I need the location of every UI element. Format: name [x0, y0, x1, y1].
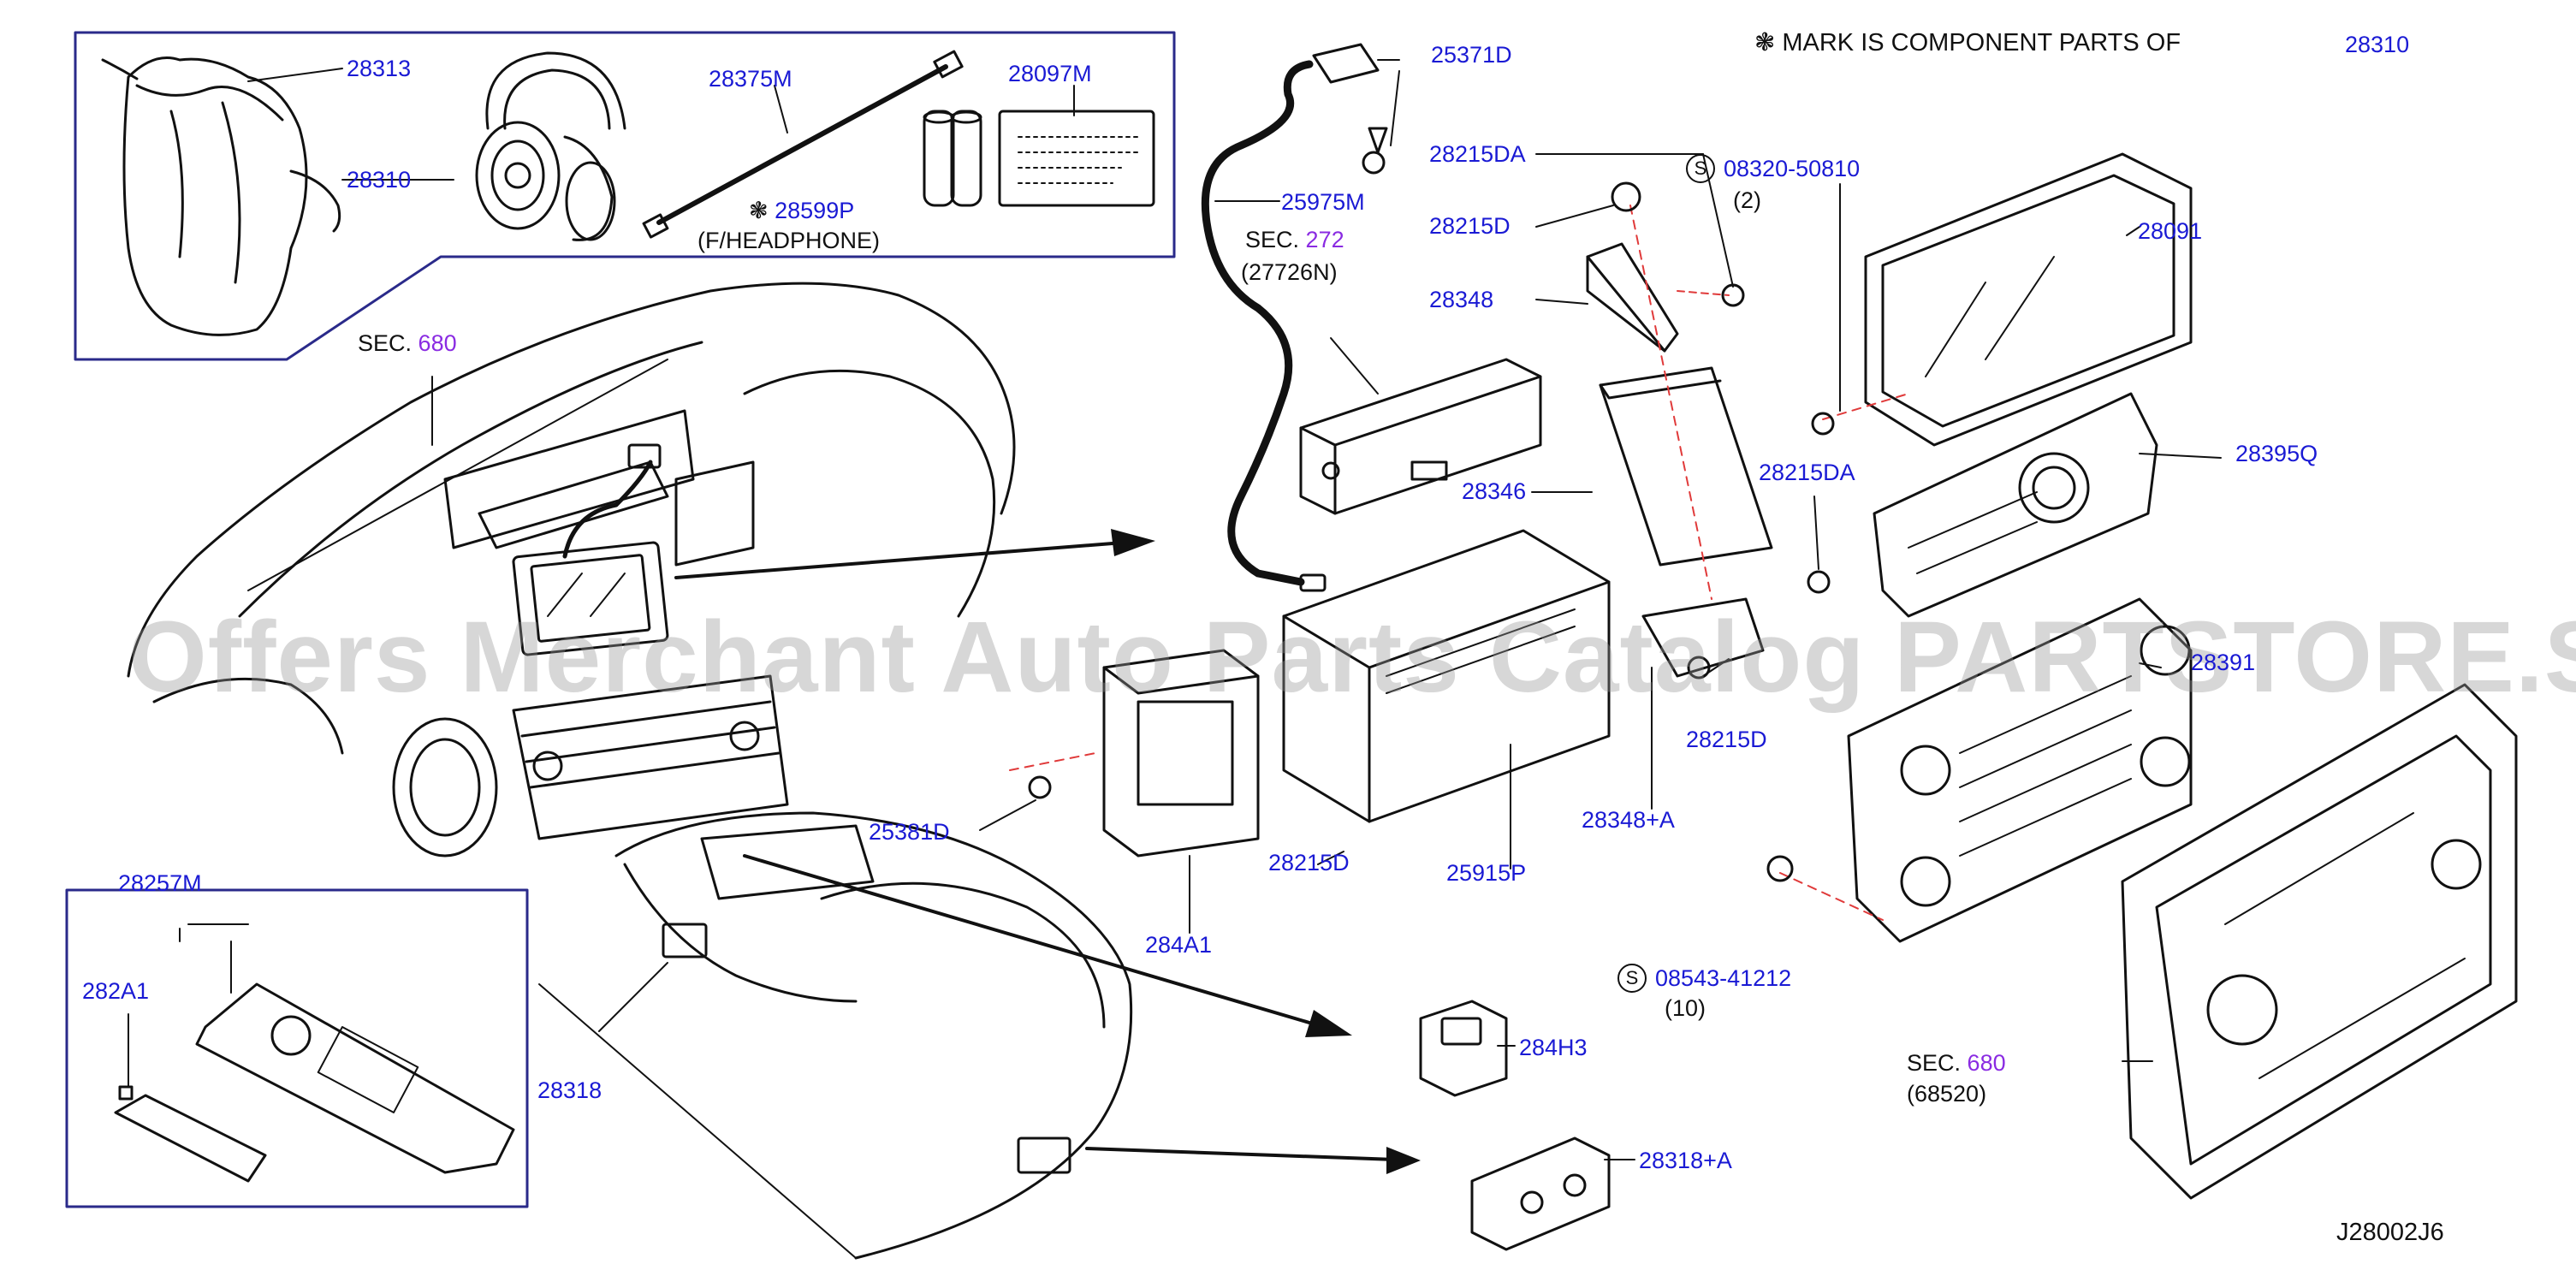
part-label-28391[interactable]: 28391: [2191, 650, 2256, 675]
display-unit-drawing: [1811, 152, 2193, 447]
screw-qty-2: (10): [1665, 995, 1706, 1021]
part-label-28215DA-top[interactable]: 28215DA: [1429, 141, 1526, 167]
aux-jack-drawing: [1470, 1136, 1611, 1251]
screw-ref-08320-50810[interactable]: S 08320-50810: [1686, 154, 1860, 183]
headphone-cable-drawing: [642, 50, 964, 239]
component-mark-icon: ❃: [1754, 29, 1783, 56]
part-label-28091[interactable]: 28091: [2138, 218, 2203, 244]
mark-note: ❃ MARK IS COMPONENT PARTS OF: [1754, 29, 2181, 56]
screw-ref-08543-41212[interactable]: S 08543-41212: [1617, 964, 1791, 993]
section-ref-272-sub: (27726N): [1241, 259, 1338, 285]
part-label-25371D[interactable]: 25371D: [1431, 42, 1512, 68]
headphone-inset-frame: [74, 31, 1176, 361]
part-label-28215D-bottom[interactable]: 28215D: [1268, 850, 1350, 875]
part-label-28215D-top[interactable]: 28215D: [1429, 213, 1511, 239]
part-label-28313[interactable]: 28313: [347, 56, 412, 81]
part-label-28346[interactable]: 28346: [1462, 478, 1527, 504]
bracket-module-drawing: [1009, 649, 1260, 858]
part-label-28348[interactable]: 28348: [1429, 287, 1494, 312]
component-mark-icon: ❃: [749, 198, 775, 223]
section-ref-680[interactable]: SEC. 680: [358, 330, 457, 356]
screw-symbol-icon: S: [1617, 964, 1647, 993]
antenna-module-drawing: [1299, 358, 1542, 515]
storage-bag-drawing: [101, 56, 341, 336]
section-ref-680-finisher[interactable]: SEC. 680: [1907, 1050, 2006, 1076]
dashboard-drawing: [127, 282, 1133, 1260]
part-label-28375M[interactable]: 28375M: [709, 66, 792, 92]
part-label-28599P-row: ❃ 28599P: [749, 197, 854, 224]
remote-control-drawing: [114, 982, 515, 1183]
part-label-28310[interactable]: 28310: [347, 167, 412, 193]
diagram-code: J28002J6: [2336, 1219, 2444, 1246]
part-label-28215DA-mid[interactable]: 28215DA: [1759, 460, 1855, 485]
switch-panel-drawing: [1766, 597, 2193, 943]
part-label-28395Q[interactable]: 28395Q: [2235, 441, 2318, 466]
part-label-25381D[interactable]: 25381D: [869, 819, 950, 845]
leader-lines: [128, 59, 2222, 1160]
screw-symbol-icon: S: [1686, 154, 1715, 183]
label-sheet-drawing: [998, 110, 1155, 207]
part-label-25915P[interactable]: 25915P: [1446, 860, 1527, 886]
part-label-28257M[interactable]: 28257M: [118, 870, 202, 896]
screw-qty-1: (2): [1733, 187, 1761, 213]
batteries-drawing: [923, 110, 982, 207]
part-label-284H3[interactable]: 284H3: [1519, 1035, 1588, 1060]
remote-inset-frame: [65, 888, 529, 1208]
head-unit-box-drawing: [1282, 529, 1611, 823]
part-label-28318A[interactable]: 28318+A: [1639, 1148, 1732, 1173]
control-panel-drawing: [1873, 392, 2158, 618]
usb-port-drawing: [1419, 1000, 1508, 1097]
section-ref-272[interactable]: SEC. 272: [1245, 227, 1344, 252]
part-label-mark-28310[interactable]: 28310: [2345, 32, 2410, 57]
part-label-28097M[interactable]: 28097M: [1008, 61, 1092, 86]
part-label-282A1[interactable]: 282A1: [82, 978, 150, 1004]
part-label-28348A[interactable]: 28348+A: [1582, 807, 1675, 833]
arrows: [674, 542, 1397, 1161]
tv-tuner-drawing: [1586, 181, 1831, 680]
part-label-25975M[interactable]: 25975M: [1281, 189, 1365, 215]
section-ref-680-sub: (68520): [1907, 1081, 1987, 1107]
part-label-28599P[interactable]: 28599P: [775, 198, 855, 223]
finisher-panel-drawing: [2121, 683, 2518, 1200]
part-label-28215D-right[interactable]: 28215D: [1686, 727, 1767, 752]
part-label-28318[interactable]: 28318: [537, 1077, 602, 1103]
part-label-284A1[interactable]: 284A1: [1145, 932, 1213, 958]
headphones-drawing: [475, 51, 626, 241]
antenna-cable-drawing: [1201, 43, 1388, 592]
headphone-note: (F/HEADPHONE): [697, 228, 881, 253]
